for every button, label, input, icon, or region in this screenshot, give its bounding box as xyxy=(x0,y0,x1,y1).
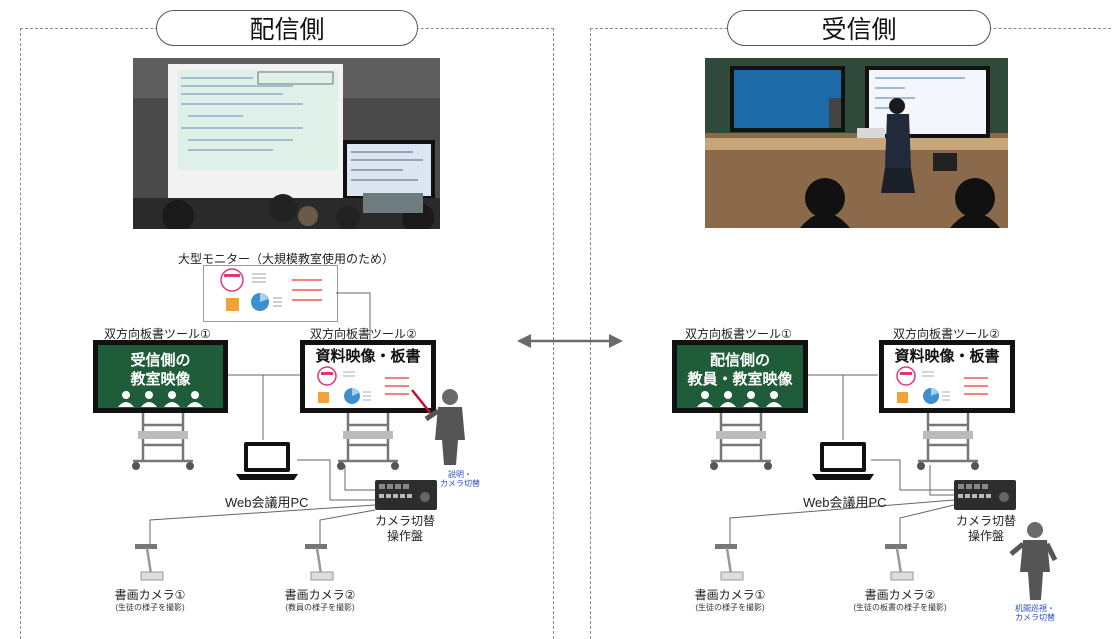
receiver-pc-label: Web会議用PC xyxy=(803,495,887,510)
sender-tool2-stand xyxy=(337,413,399,470)
receiver-camera1-sub: (生徒の様子を撮影) xyxy=(695,603,765,612)
receiver-green-screen-line1: 配信側の xyxy=(709,352,770,369)
receiver-teacher-note-line2: カメラ切替 xyxy=(1015,613,1055,622)
material-thumbnail xyxy=(896,366,988,404)
receiver-switcher-label2: 操作盤 xyxy=(967,529,1004,543)
sender-white-screen: 資料映像・板書 xyxy=(300,340,436,413)
sender-camera1-sub: (生徒の様子を撮影) xyxy=(115,603,185,612)
receiver-switcher-label1: カメラ切替 xyxy=(955,514,1016,528)
sender-camera2-label: 書画カメラ② xyxy=(284,588,356,602)
receiver-connection-lines xyxy=(729,374,955,545)
receiver-switcher-icon xyxy=(954,480,1016,510)
receiver-green-screen-line2: 教員・教室映像 xyxy=(687,371,793,388)
sender-tool1-stand xyxy=(132,413,194,470)
bidirectional-arrow-icon xyxy=(517,334,623,348)
receiver-tool2-stand xyxy=(917,413,979,470)
sender-tool1-label: 双方向板書ツール① xyxy=(104,327,211,341)
receiver-teacher-person-icon xyxy=(1009,522,1058,600)
teacher-note-line1: 説明・ xyxy=(448,470,472,479)
sender-connection-lines xyxy=(149,292,376,545)
receiver-title: 受信側 xyxy=(727,10,991,46)
sender-laptop-icon xyxy=(236,442,298,480)
sender-pc-label: Web会議用PC xyxy=(225,495,309,510)
sender-doc-camera1-icon xyxy=(135,544,164,581)
sender-camera2-sub: (教員の様子を撮影) xyxy=(285,603,355,612)
sender-switcher-label2: 操作盤 xyxy=(386,529,423,543)
receiver-white-screen-title: 資料映像・板書 xyxy=(894,348,1000,365)
audience-icon xyxy=(697,391,782,407)
receiver-doc-camera2-icon xyxy=(885,544,914,581)
audience-icon xyxy=(117,391,203,407)
receiver-doc-camera1-icon xyxy=(715,544,744,581)
big-monitor xyxy=(203,265,338,322)
sender-green-screen-line2: 教室映像 xyxy=(130,371,191,388)
receiver-tool2-label: 双方向板書ツール② xyxy=(893,327,1000,341)
sender-doc-camera2-icon xyxy=(305,544,334,581)
receiver-teacher-note-line1: 机間巡視・ xyxy=(1015,604,1055,613)
receiver-camera1-label: 書画カメラ① xyxy=(694,588,766,602)
receiver-laptop-icon xyxy=(812,442,874,480)
receiver-tool1-stand xyxy=(710,413,772,470)
receiver-green-screen: 配信側の 教員・教室映像 xyxy=(672,340,808,413)
receiver-white-screen: 資料映像・板書 xyxy=(879,340,1015,413)
big-monitor-label: 大型モニター（大規模教室使用のため） xyxy=(178,252,395,266)
receiver-classroom-photo xyxy=(705,58,1008,228)
sender-tool2-label: 双方向板書ツール② xyxy=(310,327,417,341)
teacher-note-line2: カメラ切替 xyxy=(440,479,480,488)
receiver-camera2-sub: (生徒の板書の様子を撮影) xyxy=(853,603,947,612)
teacher-person-icon xyxy=(411,389,465,465)
sender-switcher-label1: カメラ切替 xyxy=(374,514,435,528)
sender-title: 配信側 xyxy=(156,10,418,46)
sender-white-screen-title: 資料映像・板書 xyxy=(315,348,421,365)
sender-switcher-icon xyxy=(375,480,437,510)
receiver-camera2-label: 書画カメラ② xyxy=(864,588,936,602)
sender-green-screen: 受信側の 教室映像 xyxy=(93,340,228,413)
sender-green-screen-line1: 受信側の xyxy=(130,352,191,369)
sender-classroom-photo xyxy=(133,58,440,229)
sender-camera1-label: 書画カメラ① xyxy=(114,588,186,602)
material-thumbnail xyxy=(317,366,409,404)
receiver-tool1-label: 双方向板書ツール① xyxy=(685,327,792,341)
